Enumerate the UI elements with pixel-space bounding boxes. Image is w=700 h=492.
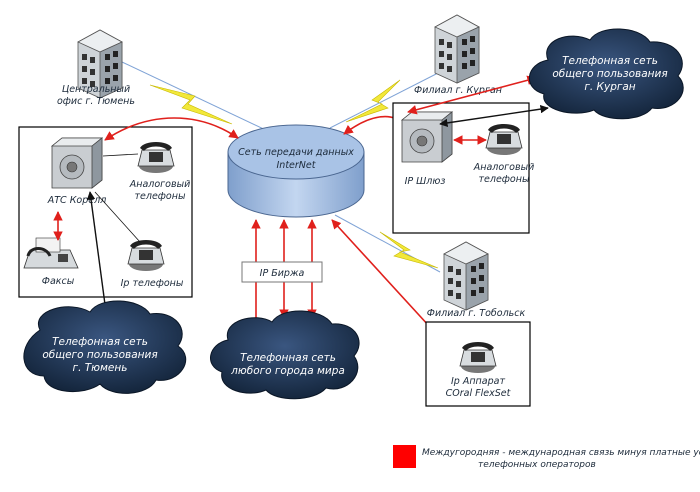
pbx-icon bbox=[51, 137, 103, 189]
cloud-world bbox=[210, 310, 360, 400]
tobolsk-building-icon bbox=[443, 241, 489, 311]
kurgan-analog-label-2: телефоны bbox=[479, 174, 530, 185]
pbx-label: АТС Корелл bbox=[47, 195, 107, 206]
tobolsk-device-label-2: COral FlexSet bbox=[446, 388, 512, 399]
fax-icon bbox=[23, 237, 79, 269]
ip-exchange-box bbox=[241, 261, 323, 283]
legend-swatch bbox=[393, 445, 416, 468]
cloud-world-line1: Телефонная сеть bbox=[240, 352, 336, 364]
ip-exchange-label: IP Биржа bbox=[260, 268, 305, 279]
cloud-tyumen-line1: Телефонная сеть bbox=[52, 336, 148, 348]
cloud-kurgan-line2: общего пользования bbox=[552, 68, 667, 80]
line-pbx-analog bbox=[102, 153, 139, 157]
internet-label-2: InterNet bbox=[277, 160, 317, 171]
cloud-kurgan bbox=[528, 28, 684, 120]
kurgan-gateway-label: IP Шлюз bbox=[405, 176, 446, 187]
legend-text-1: Междугородняя - международная связь мину… bbox=[422, 448, 700, 458]
central-office-label-2: офис г. Тюмень bbox=[57, 96, 135, 107]
internet-label-1: Сеть передачи данных bbox=[238, 147, 354, 158]
fax-label: Факсы bbox=[42, 276, 75, 287]
central-office-label-1: Центральный bbox=[62, 84, 130, 95]
kurgan-building-icon bbox=[434, 14, 480, 84]
cloud-tyumen-line2: общего пользования bbox=[42, 349, 157, 361]
central-ip-label: Ip телефоны bbox=[121, 278, 184, 289]
cloud-kurgan-line1: Телефонная сеть bbox=[562, 55, 658, 67]
arrow-gateway-cloud-kurgan-red bbox=[407, 75, 537, 115]
central-analog-label-2: телефоны bbox=[135, 191, 186, 202]
lightning-tobolsk bbox=[379, 231, 439, 269]
cloud-tyumen-line3: г. Тюмень bbox=[73, 362, 128, 374]
arrow-pbx-cloud-tyumen bbox=[86, 191, 110, 313]
arrow-pbx-internet bbox=[104, 117, 239, 141]
central-analog-label-1: Аналоговый bbox=[129, 179, 191, 190]
kurgan-analog-label-1: Аналоговый bbox=[473, 162, 535, 173]
lightning-central bbox=[149, 84, 233, 125]
link-central-internet bbox=[121, 61, 271, 133]
legend-text-2: телефонных операторов bbox=[478, 460, 596, 470]
cloud-world-line2: любого города мира bbox=[230, 365, 345, 377]
kurgan-gateway-icon bbox=[401, 111, 453, 163]
tobolsk-device-label-1: Ip Аппарат bbox=[451, 376, 505, 387]
internet-cylinder bbox=[227, 124, 365, 218]
tobolsk-branch-label: Филиал г. Тобольск bbox=[427, 308, 526, 319]
cloud-tyumen bbox=[23, 300, 187, 394]
cloud-kurgan-line3: г. Курган bbox=[584, 81, 635, 93]
